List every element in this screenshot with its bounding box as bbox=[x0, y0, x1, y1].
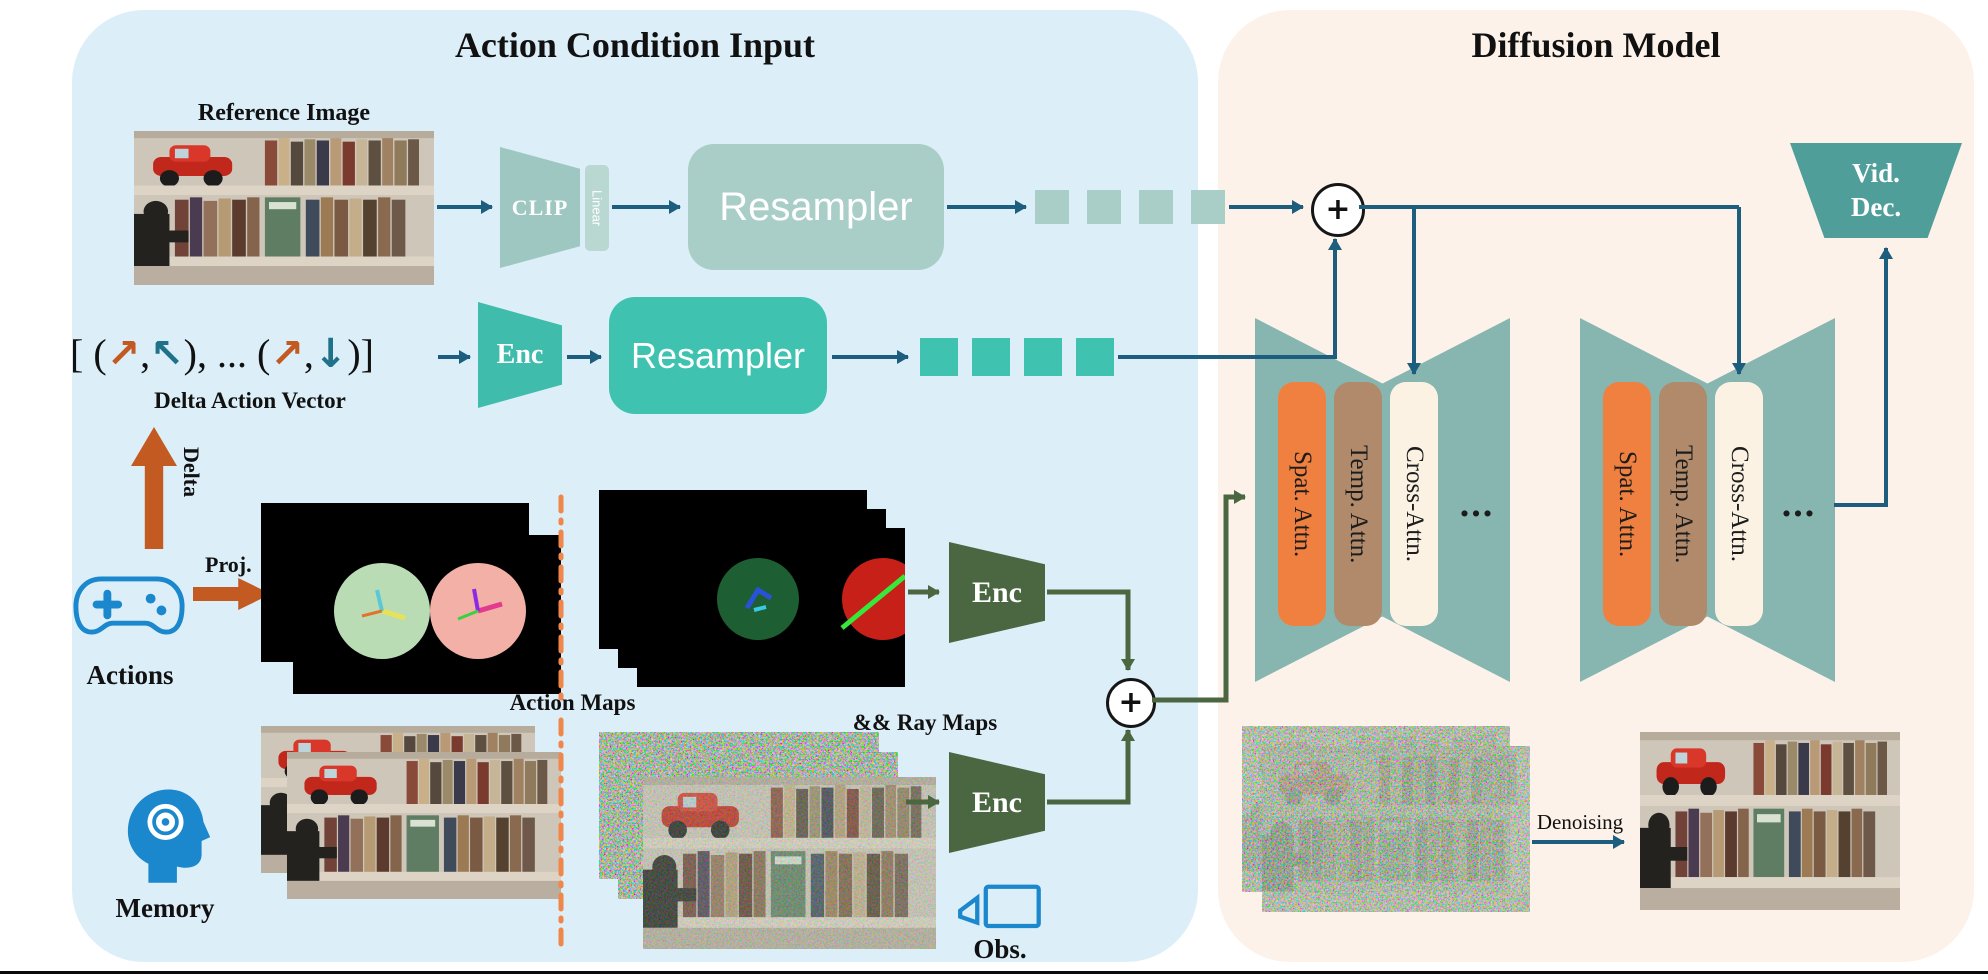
sum-node-top: + bbox=[1311, 183, 1365, 237]
token-square bbox=[1035, 190, 1069, 224]
bar-label: Temp. Attn. bbox=[1345, 444, 1372, 564]
bar-label: Temp. Attn. bbox=[1670, 444, 1697, 564]
token-square bbox=[1191, 190, 1225, 224]
ellipsis: ... bbox=[1781, 483, 1817, 525]
spatial-attn-bar: Spat. Attn. bbox=[1278, 382, 1326, 626]
vector-text: [ ( bbox=[70, 331, 107, 376]
bar-label: Cross-Attn. bbox=[1726, 446, 1753, 562]
delta-action-vector-label: Delta Action Vector bbox=[154, 388, 346, 413]
bar-label: Spat. Attn. bbox=[1614, 450, 1641, 558]
resampler-action-label: Resampler bbox=[630, 334, 806, 376]
right-panel-title: Diffusion Model bbox=[1471, 25, 1721, 65]
camera-icon bbox=[958, 884, 1041, 929]
reference-image-label: Reference Image bbox=[197, 100, 371, 126]
clip-encoder: CLIP bbox=[500, 147, 580, 268]
proj-label: Proj. bbox=[205, 552, 252, 577]
teal-arrow-glyph: ↓ bbox=[313, 331, 348, 377]
token-square bbox=[1139, 190, 1173, 224]
sum-node-bottom: + bbox=[1106, 678, 1156, 728]
vector-text: , bbox=[303, 331, 314, 376]
clip-label: CLIP bbox=[511, 194, 569, 220]
denoised-image bbox=[1640, 732, 1900, 910]
token-square bbox=[1087, 190, 1121, 224]
cross-attn-bar: Cross-Attn. bbox=[1390, 382, 1438, 626]
observation-photo-front bbox=[643, 777, 936, 949]
token-square bbox=[920, 338, 958, 376]
plus-sign: + bbox=[1325, 192, 1351, 227]
memory-photo-front bbox=[287, 752, 561, 899]
vid-dec-line2: Dec. bbox=[1850, 191, 1902, 222]
denoising-label: Denoising bbox=[1536, 810, 1624, 834]
gamepad-icon bbox=[73, 576, 185, 635]
plus-sign: + bbox=[1118, 685, 1144, 720]
temporal-attn-bar: Temp. Attn. bbox=[1334, 382, 1382, 626]
action-maps-label: Action Maps bbox=[509, 690, 636, 715]
obs-label: Obs. bbox=[973, 934, 1027, 964]
temporal-attn-bar: Temp. Attn. bbox=[1659, 382, 1707, 626]
ray-maps-label: && Ray Maps bbox=[852, 710, 998, 735]
teal-arrow-glyph: ↖ bbox=[150, 331, 184, 377]
delta-arrow-label: Delta bbox=[179, 447, 204, 498]
memory-label: Memory bbox=[115, 893, 215, 923]
token-square bbox=[1076, 338, 1114, 376]
linear-label: Linear bbox=[589, 189, 605, 227]
token-square bbox=[972, 338, 1010, 376]
actions-label: Actions bbox=[86, 660, 174, 690]
vector-text: )] bbox=[347, 331, 374, 376]
enc-label: Enc bbox=[971, 575, 1022, 609]
orange-arrow-glyph: ↗ bbox=[106, 331, 141, 377]
enc-label: Enc bbox=[496, 339, 544, 370]
resampler-image: Resampler bbox=[688, 144, 944, 270]
ray-map-frame-front bbox=[637, 528, 905, 687]
vid-dec-line1: Vid. bbox=[1852, 157, 1900, 188]
resampler-image-label: Resampler bbox=[719, 184, 913, 229]
bar-label: Cross-Attn. bbox=[1401, 446, 1428, 562]
linear-layer: Linear bbox=[585, 165, 609, 251]
noisy-latent-front bbox=[1262, 746, 1530, 912]
spatial-attn-bar: Spat. Attn. bbox=[1603, 382, 1651, 626]
cross-attn-bar: Cross-Attn. bbox=[1715, 382, 1763, 626]
action-map-frame-front bbox=[293, 535, 561, 694]
vector-text: , bbox=[140, 331, 151, 376]
resampler-action: Resampler bbox=[609, 297, 827, 414]
orange-arrow-glyph: ↗ bbox=[270, 331, 304, 377]
token-square bbox=[1024, 338, 1062, 376]
bar-label: Spat. Attn. bbox=[1289, 450, 1316, 558]
ellipsis: ... bbox=[1459, 483, 1495, 525]
left-panel-title: Action Condition Input bbox=[454, 25, 816, 65]
reference-image bbox=[134, 131, 434, 285]
bottom-rule bbox=[0, 971, 1988, 974]
enc-label: Enc bbox=[971, 785, 1022, 819]
delta-action-vector-text: [ (↗,↖), ... (↗,↓)] bbox=[70, 330, 374, 377]
memory-icon bbox=[127, 789, 211, 883]
vector-text: ), ... ( bbox=[183, 331, 271, 376]
